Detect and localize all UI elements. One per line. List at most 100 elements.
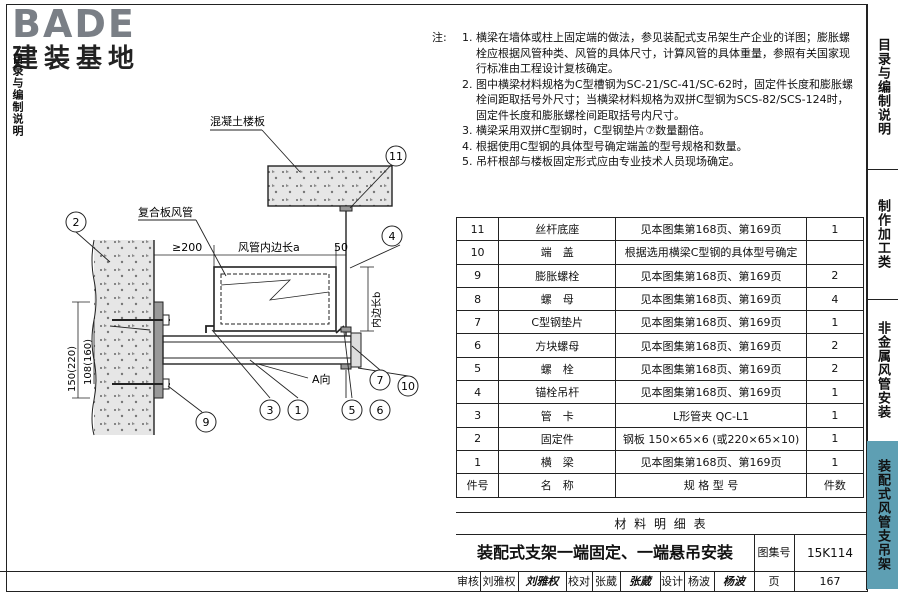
side-tab-label: 制作加工类 [875, 199, 890, 269]
bom-cell-name: 管 卡 [498, 403, 617, 428]
bom-cell-name: 横 梁 [498, 449, 617, 475]
signature-row: 审核 刘雅权 刘雅权 校对 张葳 张葳 设计 杨波 杨波 页 167 [0, 571, 866, 592]
side-tab-label: 非金属风管安装 [875, 321, 890, 419]
bom-cell-no: 1 [455, 449, 500, 475]
bom-cell-name: 膨胀螺栓 [498, 263, 617, 288]
bom-cell-qty: 2 [805, 333, 865, 358]
bom-cell-name: C型钢垫片 [498, 310, 617, 335]
bom-cell-no: 8 [455, 286, 500, 312]
bom-cell-qty: 2 [805, 263, 865, 288]
bom-cell-spec: L形管夹 QC-L1 [615, 403, 807, 428]
bom-cell-qty: 1 [805, 310, 865, 335]
bom-cell-name: 螺 母 [498, 286, 617, 312]
note-text: 根据使用C型钢的具体型号确定端盖的型号规格和数量。 [476, 139, 748, 153]
notes-label: 注: [432, 31, 447, 44]
side-tabs: 目录与编制说明 制作加工类 非金属风管安装 装配式风管支吊架 [866, 4, 898, 590]
bom-cell-spec: 规 格 型 号 [615, 473, 807, 498]
dim-min-200: ≥200 [172, 241, 202, 254]
svg-text:2: 2 [73, 216, 80, 229]
bom-cell-spec: 见本图集第168页、第169页 [615, 356, 807, 382]
bom-cell-no: 7 [455, 310, 500, 335]
brand-name: BADE [12, 2, 136, 46]
callout-5: 5 [341, 399, 363, 421]
bom-cell-qty [805, 240, 865, 265]
side-tab-fabrication[interactable]: 制作加工类 [867, 169, 898, 300]
bom-cell-no: 5 [455, 356, 500, 382]
callout-3: 3 [259, 399, 281, 421]
bom-cell-qty: 1 [805, 449, 865, 475]
note-text: 横梁采用双拼C型钢时，C型钢垫片⑦数量翻倍。 [476, 124, 711, 137]
bom-cell-no: 6 [455, 333, 500, 358]
bom-header-row: 件号名 称规 格 型 号件数 [455, 473, 865, 498]
bom-cell-no: 9 [455, 263, 500, 288]
bom-cell-no: 11 [455, 216, 500, 242]
concrete-slab [267, 165, 393, 207]
callout-9: 9 [195, 411, 217, 433]
callout-1: 1 [287, 399, 309, 421]
bom-cell-name: 螺 栓 [498, 356, 617, 382]
reviewer-name: 刘雅权 [480, 572, 519, 592]
side-tab-nonmetal-duct[interactable]: 非金属风管安装 [867, 299, 898, 442]
bom-cell-spec: 根据选用横梁C型钢的具体型号确定 [615, 240, 807, 265]
view-a-label: A向 [312, 372, 331, 386]
drawing-title: 装配式支架一端固定、一端悬吊安装 [456, 535, 755, 571]
note-number: 4. [462, 139, 473, 153]
bom-cell-spec: 见本图集第168页、第169页 [615, 216, 807, 242]
callout-10: 10 [397, 375, 419, 397]
note-text: 吊杆根部与楼板固定形式应由专业技术人员现场确定。 [476, 155, 740, 168]
duct-label: 复合板风管 [138, 205, 193, 219]
hanger-rod [339, 205, 353, 370]
note-item: 3. 横梁采用双拼C型钢时，C型钢垫片⑦数量翻倍。 [432, 123, 857, 139]
bom-cell-qty: 1 [805, 216, 865, 242]
bom-cell-name: 锚栓吊杆 [498, 380, 617, 405]
svg-text:10: 10 [401, 380, 415, 393]
side-tab-label: 装配式风管支吊架 [875, 459, 890, 571]
left-tab: 目录与编制说明 [6, 40, 28, 150]
svg-text:3: 3 [267, 404, 274, 417]
page-label: 页 [754, 572, 795, 592]
check-label: 校对 [566, 572, 593, 592]
dim-duct-width: 风管内边长a [238, 240, 300, 254]
note-number: 3. [462, 124, 473, 137]
svg-text:5: 5 [349, 404, 356, 417]
side-tab-assembled-support[interactable]: 装配式风管支吊架 [867, 441, 898, 589]
bom-cell-spec: 见本图集第168页、第169页 [615, 263, 807, 288]
svg-text:11: 11 [389, 150, 403, 163]
bom-cell-no: 2 [455, 426, 500, 451]
brand-logo: BADE 建装基地 [12, 2, 140, 75]
note-number: 1. [462, 31, 473, 44]
notes-block: 注: 1. 横梁在墙体或柱上固定端的做法，参见装配式支吊架生产企业的详图；膨胀螺… [432, 30, 857, 170]
bom-cell-spec: 见本图集第168页、第169页 [615, 333, 807, 358]
bom-cell-qty: 件数 [805, 473, 865, 498]
checker-signature: 张葳 [620, 572, 661, 592]
bom-cell-no: 10 [455, 240, 500, 265]
bom-cell-name: 端 盖 [498, 240, 617, 265]
callout-2: 2 [65, 211, 87, 233]
svg-text:9: 9 [203, 416, 210, 429]
callout-4: 4 [381, 225, 403, 247]
bom-cell-qty: 1 [805, 426, 865, 451]
dim-50: 50 [334, 241, 348, 254]
pipe-clamp [205, 325, 345, 334]
side-tab-catalog[interactable]: 目录与编制说明 [867, 4, 898, 170]
note-item: 4. 根据使用C型钢的具体型号确定端盖的型号规格和数量。 [432, 139, 857, 155]
page-number: 167 [819, 575, 841, 588]
review-label: 审核 [456, 572, 481, 592]
callout-7: 7 [369, 369, 391, 391]
bom-cell-spec: 钢板 150×65×6 (或220×65×10) [615, 426, 807, 451]
svg-text:1: 1 [295, 404, 302, 417]
dim-plate-length: 150(220) [67, 346, 78, 392]
bom-cell-spec: 见本图集第168页、第169页 [615, 380, 807, 405]
bom-cell-name: 固定件 [498, 426, 617, 451]
bom-cell-spec: 见本图集第168页、第169页 [615, 310, 807, 335]
bom-cell-qty: 1 [805, 403, 865, 428]
designer-name: 杨波 [684, 572, 715, 592]
bom-cell-no: 件号 [455, 473, 500, 498]
